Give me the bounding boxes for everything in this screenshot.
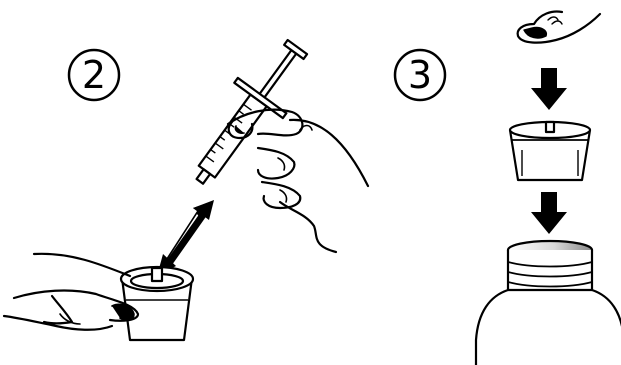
palm-lower-outline — [280, 202, 336, 252]
adapter-plug-icon — [510, 122, 590, 180]
finger-outline — [518, 12, 600, 43]
down-arrow-icon — [531, 68, 567, 110]
finger-creases — [278, 158, 287, 202]
knuckle-creases — [548, 17, 562, 24]
step-3-badge: 3 — [395, 50, 445, 100]
plug-nozzle — [546, 122, 554, 132]
bottle-right-side — [592, 290, 621, 365]
double-arrow-icon — [157, 200, 214, 276]
syringe-tip — [197, 169, 211, 183]
cup-nozzle — [152, 268, 162, 281]
bottle-left-side — [476, 290, 508, 365]
hand-holding-cup-icon — [4, 254, 138, 330]
step-3-number: 3 — [408, 53, 432, 97]
middle-finger-outline — [258, 148, 294, 179]
upper-finger-outline — [34, 254, 130, 276]
fingernail — [524, 27, 546, 38]
adapter-cup-icon — [121, 267, 193, 340]
bottle-icon — [476, 241, 621, 365]
down-arrow-icon-2 — [531, 192, 567, 234]
step-2-badge: 2 — [69, 50, 119, 100]
step-2-number: 2 — [82, 53, 106, 97]
thumb-lower-outline — [44, 296, 72, 324]
hand-pressing-icon — [518, 12, 600, 43]
